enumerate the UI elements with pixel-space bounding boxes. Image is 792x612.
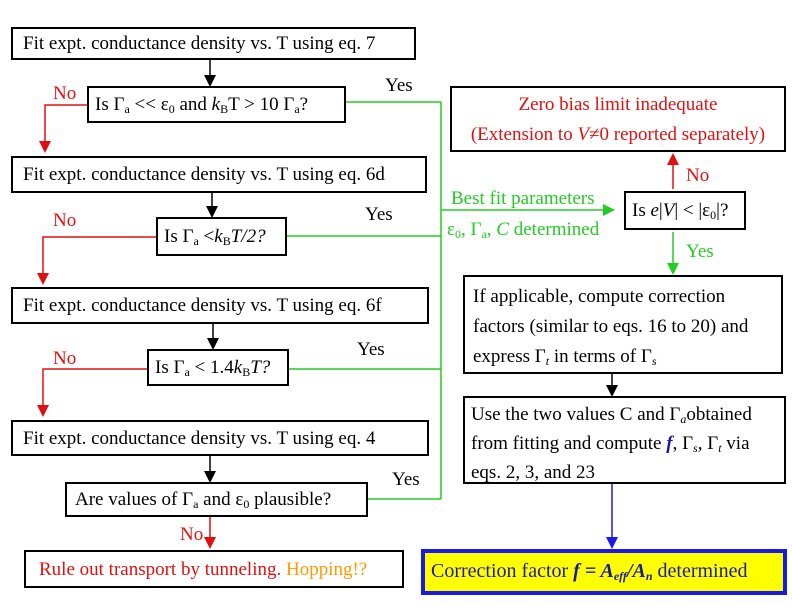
question-plausible-values: Are values of Γa and ε0 plausible? bbox=[65, 482, 368, 517]
yes-label-1: Yes bbox=[385, 75, 413, 96]
no-label-2: No bbox=[53, 210, 77, 231]
best-fit-parameters-label: Best fit parameters bbox=[451, 188, 595, 209]
fit-eq6f-box: Fit expt. conductance density vs. T usin… bbox=[11, 287, 429, 324]
no-label-3: No bbox=[53, 348, 77, 369]
no-arrow-3 bbox=[37, 368, 147, 417]
zero-bias-inadequate-box: Zero bias limit inadequate (Extension to… bbox=[450, 86, 786, 152]
question-gamma-condition-2: Is Γa <kBT/2? bbox=[156, 217, 287, 256]
yes-label-2: Yes bbox=[365, 204, 393, 225]
no-arrow-2 bbox=[37, 236, 156, 285]
fit-eq4-box: Fit expt. conductance density vs. T usin… bbox=[11, 420, 429, 456]
no-label-zero-bias: No bbox=[686, 165, 710, 186]
question-gamma-condition-1: Is Γa << ε0 and kBT > 10 Γa? bbox=[87, 86, 346, 123]
no-label-4: No bbox=[180, 524, 204, 545]
question-gamma-condition-3: Is Γa < 1.4kBT? bbox=[147, 349, 289, 386]
rule-out-tunneling-box: Rule out transport by tunneling. Hopping… bbox=[24, 550, 404, 588]
yes-label-4: Yes bbox=[392, 469, 420, 490]
fit-eq7-box: Fit expt. conductance density vs. T usin… bbox=[11, 27, 416, 60]
compute-correction-factors-box: If applicable, compute correction factor… bbox=[463, 275, 783, 374]
no-label-1: No bbox=[53, 83, 77, 104]
question-bias-voltage: Is e|V| < |ε0|? bbox=[624, 191, 746, 230]
yes-label-correction: Yes bbox=[686, 241, 714, 262]
use-fit-values-box: Use the two values C and Γaobtained from… bbox=[463, 396, 786, 484]
final-correction-factor-box: Correction factor f = Aeff/An determined bbox=[421, 549, 787, 595]
no-arrow-1 bbox=[39, 104, 87, 153]
determined-parameters-label: ε0, Γa, C determined bbox=[447, 219, 600, 241]
yes-label-3: Yes bbox=[357, 339, 385, 360]
fit-eq6d-box: Fit expt. conductance density vs. T usin… bbox=[11, 156, 427, 193]
